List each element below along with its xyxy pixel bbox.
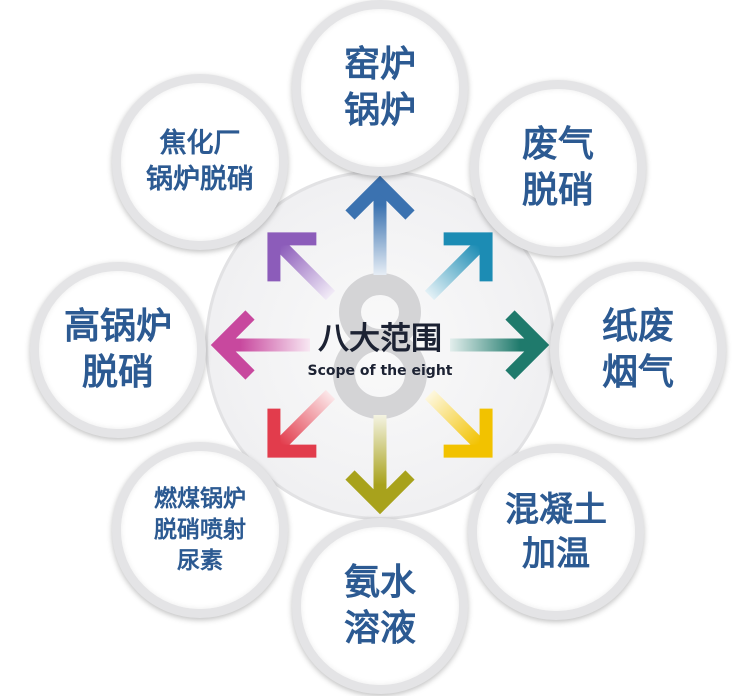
arrow-2 bbox=[450, 310, 550, 380]
scope-paper-flue-gas: 纸废 烟气 bbox=[550, 262, 726, 438]
scope-ammonia-solution: 氨水 溶液 bbox=[292, 518, 468, 694]
arrow-0 bbox=[345, 175, 415, 275]
scope-label: 混凝土 加温 bbox=[505, 490, 607, 574]
scope-label: 燃煤锅炉 脱硝喷射 尿素 bbox=[154, 485, 246, 574]
arrow-1 bbox=[424, 232, 493, 301]
scope-exhaust-denitration: 废气 脱硝 bbox=[470, 80, 646, 256]
numeral-eight-watermark bbox=[333, 273, 427, 419]
arrow-5 bbox=[267, 389, 336, 458]
arrow-7 bbox=[267, 232, 336, 301]
arrow-head bbox=[267, 232, 317, 282]
arrow-shaft bbox=[424, 389, 488, 453]
scope-label: 窑炉 锅炉 bbox=[343, 44, 416, 131]
center-title: 八大范围 bbox=[318, 321, 442, 357]
arrow-head bbox=[443, 232, 493, 282]
scope-label: 废气 脱硝 bbox=[521, 124, 594, 211]
scope-coal-boiler-urea: 燃煤锅炉 脱硝喷射 尿素 bbox=[112, 442, 288, 618]
scope-label: 焦化厂 锅炉脱硝 bbox=[146, 128, 254, 195]
arrow-head bbox=[267, 408, 317, 458]
arrow-shaft bbox=[272, 389, 336, 453]
arrow-shaft bbox=[272, 237, 336, 301]
scope-coking-boiler-denitration: 焦化厂 锅炉脱硝 bbox=[112, 74, 288, 250]
arrow-head bbox=[345, 470, 415, 515]
arrow-head bbox=[443, 408, 493, 458]
scope-label: 纸废 烟气 bbox=[601, 306, 674, 393]
arrow-4 bbox=[345, 415, 415, 515]
scope-kiln-boiler: 窑炉 锅炉 bbox=[292, 0, 468, 176]
scope-label: 高锅炉 脱硝 bbox=[63, 306, 172, 393]
arrow-6 bbox=[210, 310, 310, 380]
arrow-head bbox=[505, 310, 550, 380]
center-subtitle: Scope of the eight bbox=[307, 363, 453, 379]
scope-concrete-heating: 混凝土 加温 bbox=[468, 444, 644, 620]
arrow-head bbox=[210, 310, 255, 380]
scope-high-boiler-denitration: 高锅炉 脱硝 bbox=[30, 262, 206, 438]
arrow-3 bbox=[424, 389, 493, 458]
arrow-head bbox=[345, 175, 415, 220]
arrow-shaft bbox=[424, 237, 488, 301]
scope-label: 氨水 溶液 bbox=[343, 562, 416, 649]
